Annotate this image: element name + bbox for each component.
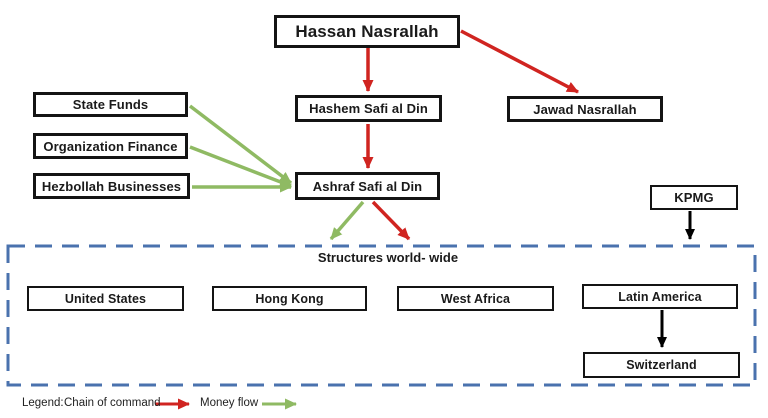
arrow-statefunds-to-ashraf xyxy=(188,104,293,185)
node-hashem-safi-al-din: Hashem Safi al Din xyxy=(295,95,442,122)
node-hassan-nasrallah: Hassan Nasrallah xyxy=(274,15,460,48)
arrow-ashraf-to-structures-red xyxy=(371,200,411,241)
node-west-africa: West Africa xyxy=(397,286,554,311)
legend-chain-of-command: Chain of command xyxy=(64,397,161,409)
structures-dashed-frame xyxy=(6,244,757,387)
structures-group-title: Structures world- wide xyxy=(317,250,459,265)
node-hezbollah-businesses: Hezbollah Businesses xyxy=(33,173,190,199)
legend-title: Legend: xyxy=(22,397,64,409)
arrow-ashraf-to-structures-green xyxy=(329,200,365,241)
arrow-orgfinance-to-ashraf xyxy=(189,145,292,188)
node-hong-kong: Hong Kong xyxy=(212,286,367,311)
node-switzerland: Switzerland xyxy=(583,352,740,378)
node-jawad-nasrallah: Jawad Nasrallah xyxy=(507,96,663,122)
node-latin-america: Latin America xyxy=(582,284,738,309)
node-ashraf-safi-al-din: Ashraf Safi al Din xyxy=(295,172,440,200)
arrow-hassan-to-jawad xyxy=(460,29,579,94)
node-kpmg: KPMG xyxy=(650,185,738,210)
node-state-funds: State Funds xyxy=(33,92,188,117)
legend-money-flow: Money flow xyxy=(200,397,259,409)
legend: Legend: Chain of command Money flow xyxy=(0,395,768,415)
node-united-states: United States xyxy=(27,286,184,311)
node-organization-finance: Organization Finance xyxy=(33,133,188,159)
